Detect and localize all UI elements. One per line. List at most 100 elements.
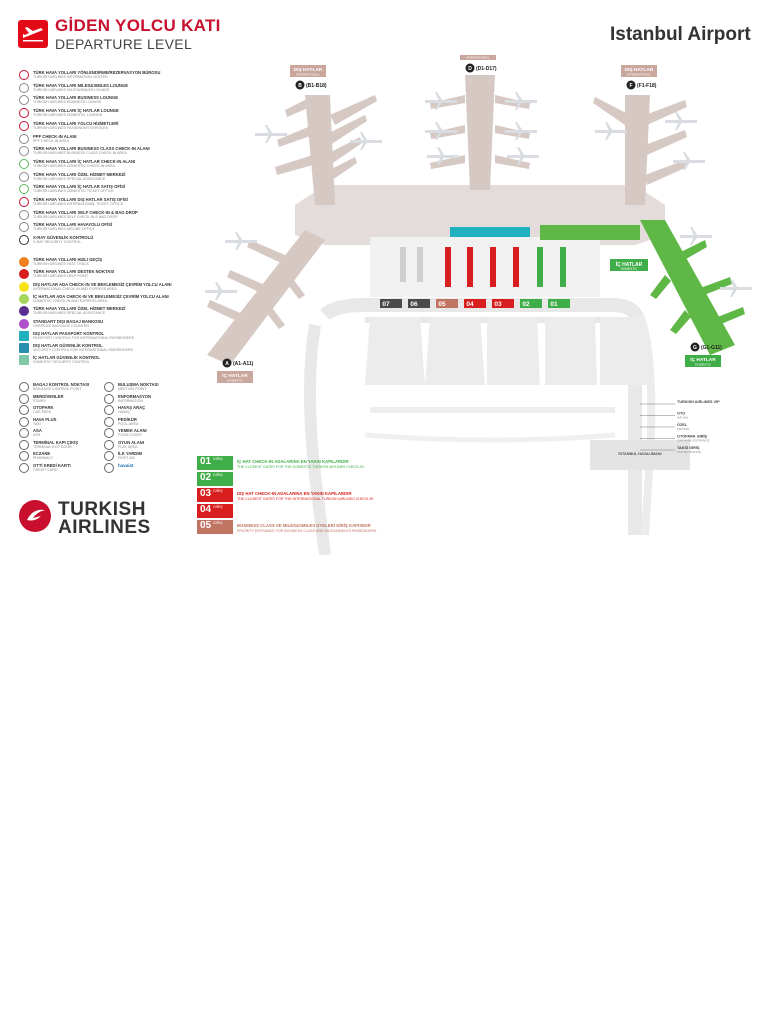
brand-name-line1: TURKISH — [58, 499, 146, 520]
lounge-icon — [19, 82, 29, 93]
facility-label: TERMİNAL KAPI ÇIKIŞ — [33, 439, 79, 445]
entrance-word: GİRİŞ — [213, 457, 223, 461]
facility-sublabel: TAXI — [33, 421, 41, 426]
entrance-number: 05 — [200, 520, 212, 531]
card-icon — [19, 462, 29, 473]
color-swatch — [19, 330, 29, 341]
pier-tag: İÇ HATLAR — [222, 372, 248, 379]
legend-item-label: PPF CHECK-IN ALANI — [33, 133, 77, 139]
brand-name-line2: AIRLINES — [58, 517, 151, 538]
legend-item-label: TÜRK HAVA YOLLARI MILES&SMILES LOUNGE — [33, 82, 128, 88]
color-legend-item: DIŞ HATLAR ADA CHECK-IN VE BEKLEMESİZ ÇE… — [19, 281, 189, 294]
road-label: TAKSİ GİRİŞ — [677, 446, 700, 450]
legend-item-sublabel: TURKISH AIRLINES DOMESTIC LOUNGE — [33, 113, 103, 118]
domestic-pier — [540, 220, 745, 355]
entrance-zone-tag: 07 — [380, 299, 402, 308]
aircraft-icons — [205, 92, 752, 300]
entrance-zone-number: 03 — [494, 301, 502, 308]
lounge-icon — [19, 108, 29, 119]
entrance-description: DIŞ HAT CHECK-IN ADALARINA EN YAKIN KAPI… — [237, 491, 352, 496]
color-legend-label: DIŞ HATLAR PASAPORT KONTROL — [33, 330, 105, 336]
pier-tag-en: INTERNATIONAL — [466, 56, 490, 60]
facility-label: OTTİ KREDİ KARTI — [33, 462, 71, 468]
entrance-description-en: THE CLOSEST GATES FOR THE DOMESTIC TURKI… — [237, 465, 364, 469]
legend-item: TÜRK HAVA YOLLARI YÖNLENDİRME/REZERVASYO… — [19, 70, 189, 82]
color-legend-label: İÇ HATLAR GÜVENLİK KONTROL — [33, 355, 100, 361]
entrance-number: 03 — [200, 488, 212, 499]
airport-brand-logo: Istanbul Airport — [610, 24, 751, 45]
entrance-number: 01 — [200, 456, 212, 467]
color-legend-label: DIŞ HATLAR GÜVENLİK KONTROL — [33, 343, 103, 349]
entrance-word: GİRİŞ — [213, 505, 223, 509]
facility-sublabel: FOOD COURT — [118, 433, 143, 437]
xray-icon — [19, 235, 29, 246]
facility-sublabel: BAGGAGE CONTROL POINT — [33, 387, 82, 391]
bagdrop-icon — [19, 209, 29, 220]
color-swatch — [19, 343, 29, 354]
facility-sublabel: HAVAŞ — [118, 410, 130, 414]
road-sublabel: PRIVATE — [677, 427, 689, 431]
pier-gate-range: (F1-F18) — [637, 83, 657, 89]
firstaid-icon — [104, 451, 114, 461]
facility-label: BULUŞMA NOKTASI — [118, 382, 159, 387]
color-legend-sublabel: TURKISH AIRLINES FAST TRACK — [33, 262, 89, 266]
istanbul-airport-label: İSTANBUL HAVALİMANI — [618, 452, 661, 456]
entrance-description: BUSINESS CLASS VE MILES&SMILES ÜYELERİ G… — [237, 523, 371, 528]
facility-label: YEMEK ALANI — [118, 428, 147, 433]
pier-letter: B — [298, 83, 302, 89]
color-swatch — [19, 269, 29, 280]
entrance-zone-tag: 06 — [408, 299, 430, 308]
facility-label: OYUN ALANI — [118, 439, 144, 445]
legend-item-label: TÜRK HAVA YOLLARI BUSINESS LOUNGE — [33, 95, 118, 101]
legend-item-label: TÜRK HAVA YOLLARI BUSINESS CLASS CHECK-I… — [33, 146, 150, 152]
havaist-icon — [104, 462, 114, 473]
pier-tag-en: INTERNATIONAL — [296, 73, 320, 77]
facility-sublabel: INFORMATION — [118, 398, 143, 403]
legend-item-label: TÜRK HAVA YOLLARI ÖZEL HİZMET MERKEZİ — [33, 171, 126, 177]
departure-plane-icon — [18, 20, 48, 48]
color-legend-label: TÜRK HAVA YOLLARI ÖZEL HİZMET MERKEZİ — [33, 306, 126, 312]
legend-item: TÜRK HAVA YOLLARI DIŞ HATLAR SATIŞ OFİSİ… — [19, 197, 189, 209]
color-legend-item: İÇ HATLAR ADA CHECK-IN VE BEKLEMESİZ ÇEV… — [19, 293, 189, 306]
check-in-islands — [400, 247, 566, 287]
legend-item-sublabel: PPF CHECK-IN AREA — [33, 138, 69, 143]
color-legend-sublabel: INTERNATIONAL CHECK-IN AND EXPRESS AREA — [33, 286, 117, 291]
legend-item-label: TÜRK HAVA YOLLARI İÇ HATLAR LOUNGE — [33, 108, 119, 114]
entrance-description-en: THE CLOSEST GATES FOR THE INTERNATIONAL … — [237, 497, 374, 501]
facility-sublabel: CAR PARK — [33, 410, 52, 414]
turkish-airlines-logo-icon — [19, 500, 51, 532]
legend-item-label: TÜRK HAVA YOLLARI SELF CHECK-IN & BAG DR… — [33, 209, 138, 215]
legend-item-sublabel: TURKISH AIRLINES INFORMATION CENTER — [33, 75, 108, 79]
entrance-description: İÇ HAT CHECK-IN ADALARINA EN YAKIN KAPIL… — [237, 459, 349, 464]
pier-tag-en: DOMESTIC — [227, 379, 244, 383]
entrance-zone-number: 07 — [382, 301, 390, 308]
facility-sublabel: ATM — [33, 433, 41, 437]
color-swatch — [19, 306, 29, 317]
color-legend-sublabel: PASSPORT CONTROL FOR INTERNATIONAL PASSE… — [33, 335, 135, 340]
facility-label: MERDİVENLER — [33, 393, 64, 399]
assist-icon — [19, 171, 29, 182]
legend-item-label: TÜRK HAVA YOLLARI YÖNLENDİRME/REZERVASYO… — [33, 70, 161, 75]
facility-label: ASA — [33, 428, 42, 433]
lounge-icon — [19, 120, 29, 131]
color-legend-sublabel: TURKISH AIRLINES HELP POINT — [33, 274, 89, 279]
legend-item-sublabel: TURKISH AIRLINES INTERNATIONAL TICKET OF… — [33, 202, 124, 206]
pier-tag: DIŞ HATLAR — [464, 55, 493, 56]
facility-sublabel: STAIRS — [33, 398, 46, 403]
color-swatch — [19, 355, 29, 366]
atm-icon — [19, 428, 29, 438]
road-sublabel: AIR HAL — [677, 416, 689, 420]
color-legend-label: TÜRK HAVA YOLLARI HIZLI GEÇİŞ — [33, 257, 103, 262]
legend-item-sublabel: TURKISH AIRLINES BUSINESS LOUNGE — [33, 100, 102, 105]
entrance-zone-number: 02 — [522, 301, 530, 308]
pier-tag-en: DOMESTIC — [695, 363, 712, 367]
entrance-number: 02 — [200, 472, 212, 483]
pier-label-d: DIŞ HATLARINTERNATIONALD(D1-D17) — [460, 55, 497, 73]
